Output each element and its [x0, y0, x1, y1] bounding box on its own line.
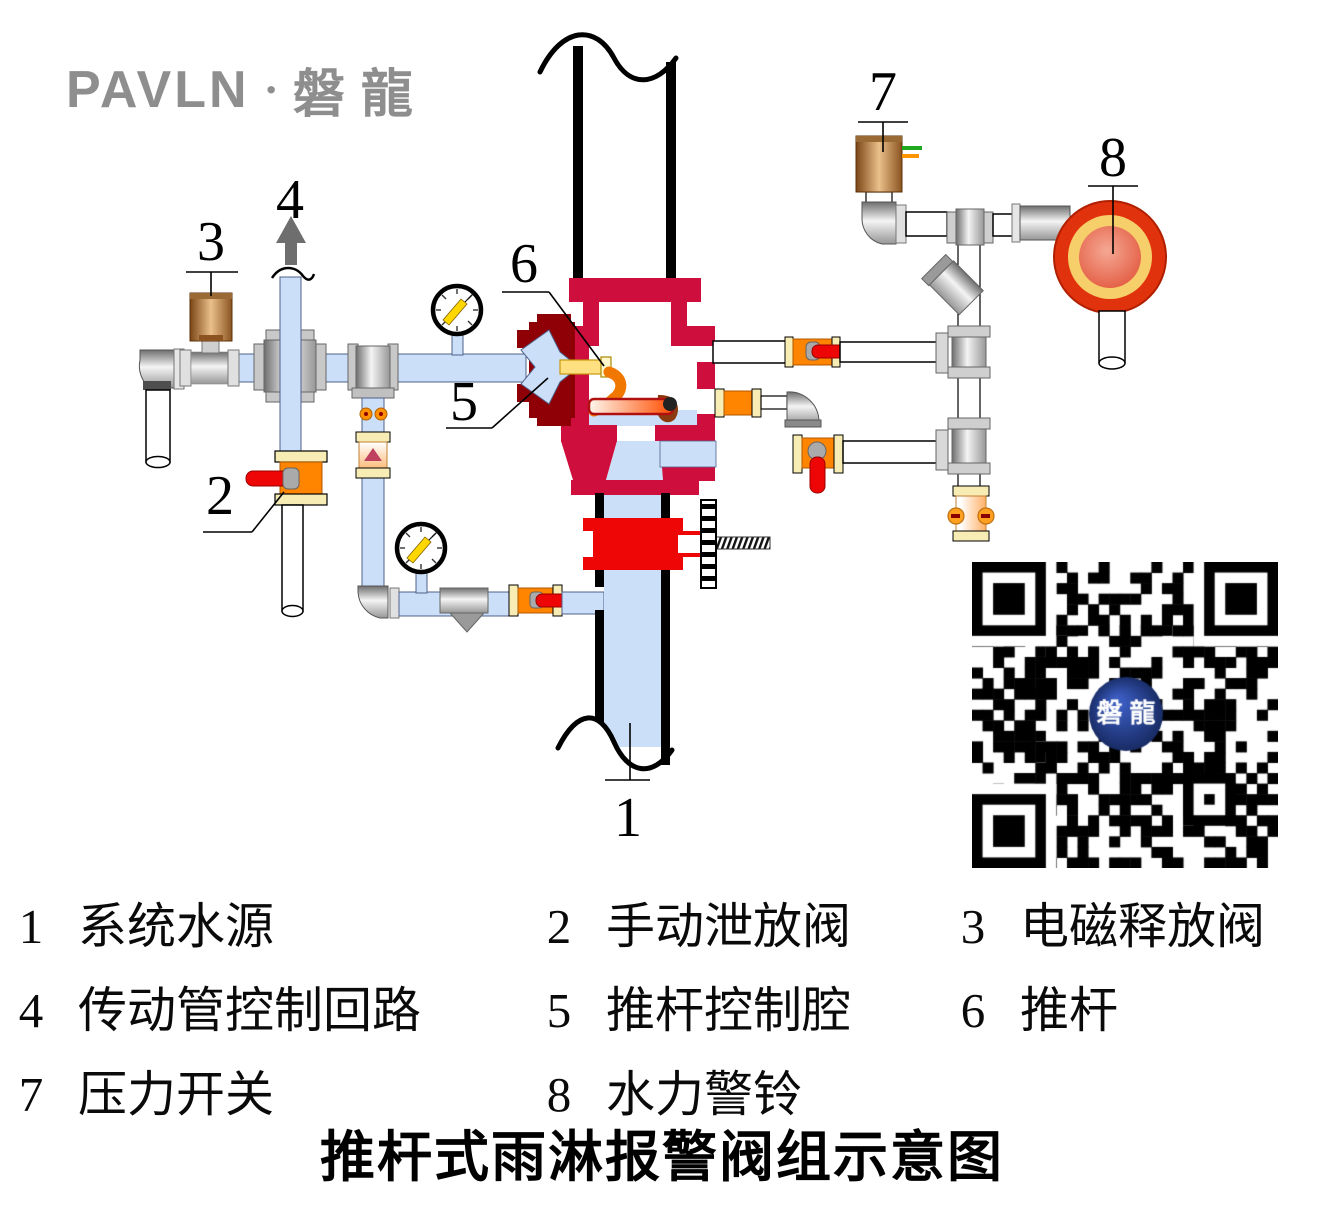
pressure-gauge-lower [394, 521, 448, 575]
part-label-6: 6 [510, 233, 538, 295]
diagram-title: 推杆式雨淋报警阀组示意图 [319, 1126, 1004, 1188]
release-actuator [583, 499, 771, 589]
part-label-8: 8 [1099, 127, 1127, 189]
tee-upper [935, 325, 991, 379]
piping-diagram [138, 32, 1167, 800]
left-trim [138, 216, 605, 633]
lateral-45-fitting [920, 253, 984, 316]
drip-stub [714, 388, 822, 428]
pressure-gauge-upper [430, 283, 484, 337]
label-1-leader [605, 723, 650, 781]
part-label-4: 4 [276, 169, 304, 231]
elbow-drain [357, 585, 389, 619]
manual-relief-valve [245, 450, 328, 506]
right-trim [712, 239, 995, 542]
part-label-5: 5 [450, 371, 478, 433]
riser-pipe [555, 493, 771, 800]
brand-logo: PAVLN · 磐龍 [66, 52, 429, 127]
valve-handle [809, 456, 826, 494]
pressure-switch [855, 135, 922, 193]
alarm-line [855, 135, 1167, 370]
qr-code [972, 562, 1278, 868]
transmission-pipe [279, 276, 302, 456]
part-label-1: 1 [614, 787, 642, 849]
brand-logo-latin: PAVLN [66, 60, 250, 119]
label-5-leader [446, 377, 549, 429]
check-valve [355, 431, 391, 479]
label-3-leader [186, 271, 238, 296]
wire-green [902, 146, 922, 150]
label-2-leader [203, 491, 285, 533]
brand-logo-cjk: 磐龍 [292, 66, 429, 124]
alarm-shutoff-valve [792, 434, 844, 494]
part-label-7: 7 [869, 61, 897, 123]
part-label-2: 2 [206, 465, 234, 527]
tee-switch [946, 208, 994, 246]
ladder-bracket [700, 499, 717, 589]
pipe-break-wave-bottom [555, 715, 675, 771]
open-pipe-left [145, 389, 171, 463]
flow-arrow-up [276, 216, 306, 243]
pipe-break-wave-top [537, 32, 679, 83]
label-6-leader [502, 291, 605, 367]
pushrod-control-chamber [517, 314, 575, 426]
water-alarm-gong [1053, 200, 1167, 370]
gauge-needle [442, 298, 468, 326]
clapper [587, 394, 679, 423]
chamber-water-cone [520, 329, 571, 405]
solenoid-release-valve [189, 292, 233, 342]
open-pipe-drain2 [281, 504, 304, 612]
drip-check-valve [947, 485, 995, 542]
wire-orange [902, 154, 919, 158]
label-7-leader [858, 121, 908, 152]
strainer [439, 587, 489, 633]
pipe-break-wave-4 [270, 266, 316, 281]
outlet-pipe-top [537, 32, 679, 278]
tee-lower [935, 417, 991, 475]
deluge-valve [517, 278, 717, 495]
brand-logo-dot: · [263, 64, 279, 115]
tee-branch-down [347, 343, 399, 399]
callout-leaders [186, 121, 1138, 781]
part-label-3: 3 [197, 211, 225, 273]
elbow-switch [861, 201, 897, 245]
label-8-leader [1088, 185, 1138, 254]
gauge-needle [406, 536, 432, 564]
